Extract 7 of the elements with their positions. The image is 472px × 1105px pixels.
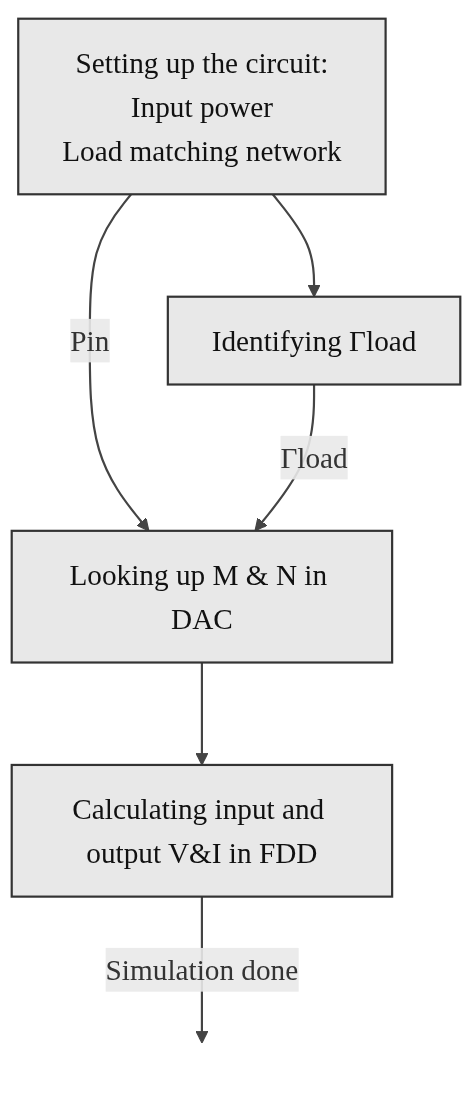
node-box: Calculating input and output V&I in FDD — [10, 763, 394, 898]
node-box: Looking up M & N in DAC — [10, 529, 394, 664]
edge-label: Pin — [70, 324, 110, 357]
edge-label: Simulation done — [105, 953, 299, 986]
node-box: Setting up the circuit: Input power Load matching network — [17, 17, 387, 196]
edge-label: Γload — [280, 441, 348, 474]
node-box: Identifying Γload — [166, 295, 462, 386]
